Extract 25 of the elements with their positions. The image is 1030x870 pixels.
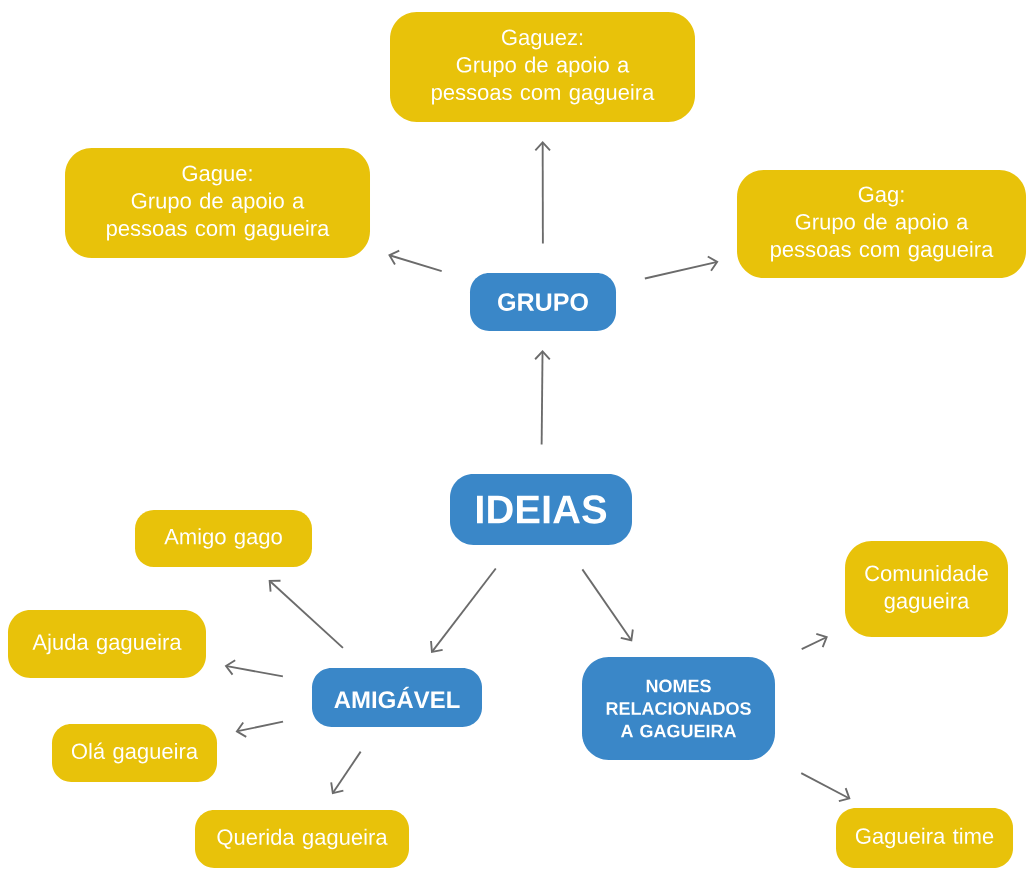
idea-box: Gagueira time: [836, 808, 1013, 868]
arrow: [235, 720, 284, 738]
idea-box: Querida gagueira: [195, 810, 409, 868]
idea-box: Gague: Grupo de apoio a pessoas com gagueira: [65, 148, 370, 258]
arrow: [224, 659, 284, 678]
idea-box: Gag: Grupo de apoio a pessoas com gagueira: [737, 170, 1026, 278]
arrow: [800, 772, 851, 803]
arrow: [268, 579, 344, 649]
idea-box: Gaguez: Grupo de apoio a pessoas com gagueira: [390, 12, 695, 122]
arrow: [534, 349, 551, 446]
arrow: [330, 750, 362, 795]
arrow: [388, 249, 443, 273]
arrow: [581, 568, 634, 642]
topic-box: IDEIAS: [450, 474, 632, 545]
idea-box: Ajuda gagueira: [8, 610, 206, 678]
arrow: [800, 633, 828, 651]
arrow: [643, 255, 719, 280]
topic-box: AMIGÁVEL: [312, 668, 482, 727]
idea-box: Comunidade gagueira: [845, 541, 1008, 637]
arrow: [430, 567, 497, 653]
arrow: [534, 140, 551, 245]
idea-box: Olá gagueira: [52, 724, 217, 782]
topic-box: NOMES RELACIONADOS A GAGUEIRA: [582, 657, 775, 760]
idea-box: Amigo gago: [135, 510, 312, 567]
topic-box: GRUPO: [470, 273, 616, 331]
